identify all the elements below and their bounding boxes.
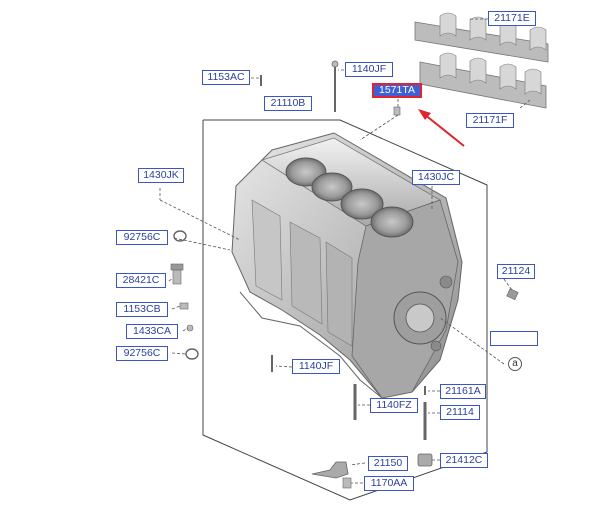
callout-28421C[interactable]: 28421C <box>116 273 166 288</box>
callout-1430JK[interactable]: 1430JK <box>138 168 184 183</box>
callout-1153CB[interactable]: 1153CB <box>116 302 168 317</box>
callout-1571TA-highlighted[interactable]: 1571TA <box>372 83 422 98</box>
bearing-shells-lower <box>419 52 547 109</box>
callout-21110B[interactable]: 21110B <box>264 96 312 111</box>
callout-1140JF-top[interactable]: 1140JF <box>345 62 393 77</box>
callout-1140JF-bottom[interactable]: 1140JF <box>292 359 340 374</box>
callout-21412C[interactable]: 21412C <box>440 453 488 468</box>
callout-21114[interactable]: 21114 <box>440 405 480 420</box>
callout-92756C-b[interactable]: 92756C <box>116 346 168 361</box>
callout-21171E[interactable]: 21171E <box>488 11 536 26</box>
callout-1140FZ[interactable]: 1140FZ <box>370 398 418 413</box>
callout-21124[interactable]: 21124 <box>497 264 535 279</box>
callout-1430JC[interactable]: 1430JC <box>412 170 460 185</box>
reference-marker-a: a <box>508 357 522 371</box>
callout-21161A[interactable]: 21161A <box>440 384 486 399</box>
callout-blank[interactable] <box>490 331 538 346</box>
small-parts <box>170 60 519 489</box>
callout-1433CA[interactable]: 1433CA <box>126 324 178 339</box>
engine-block <box>231 132 463 399</box>
callout-1170AA[interactable]: 1170AA <box>364 476 414 491</box>
callout-92756C-a[interactable]: 92756C <box>116 230 168 245</box>
callout-21171F[interactable]: 21171F <box>466 113 514 128</box>
callout-21150[interactable]: 21150 <box>368 456 408 471</box>
bearing-shells-upper <box>414 12 549 63</box>
leader-lines <box>159 18 531 484</box>
highlight-arrow <box>418 109 465 147</box>
callout-1153AC[interactable]: 1153AC <box>202 70 250 85</box>
assembly-frame <box>202 119 488 501</box>
